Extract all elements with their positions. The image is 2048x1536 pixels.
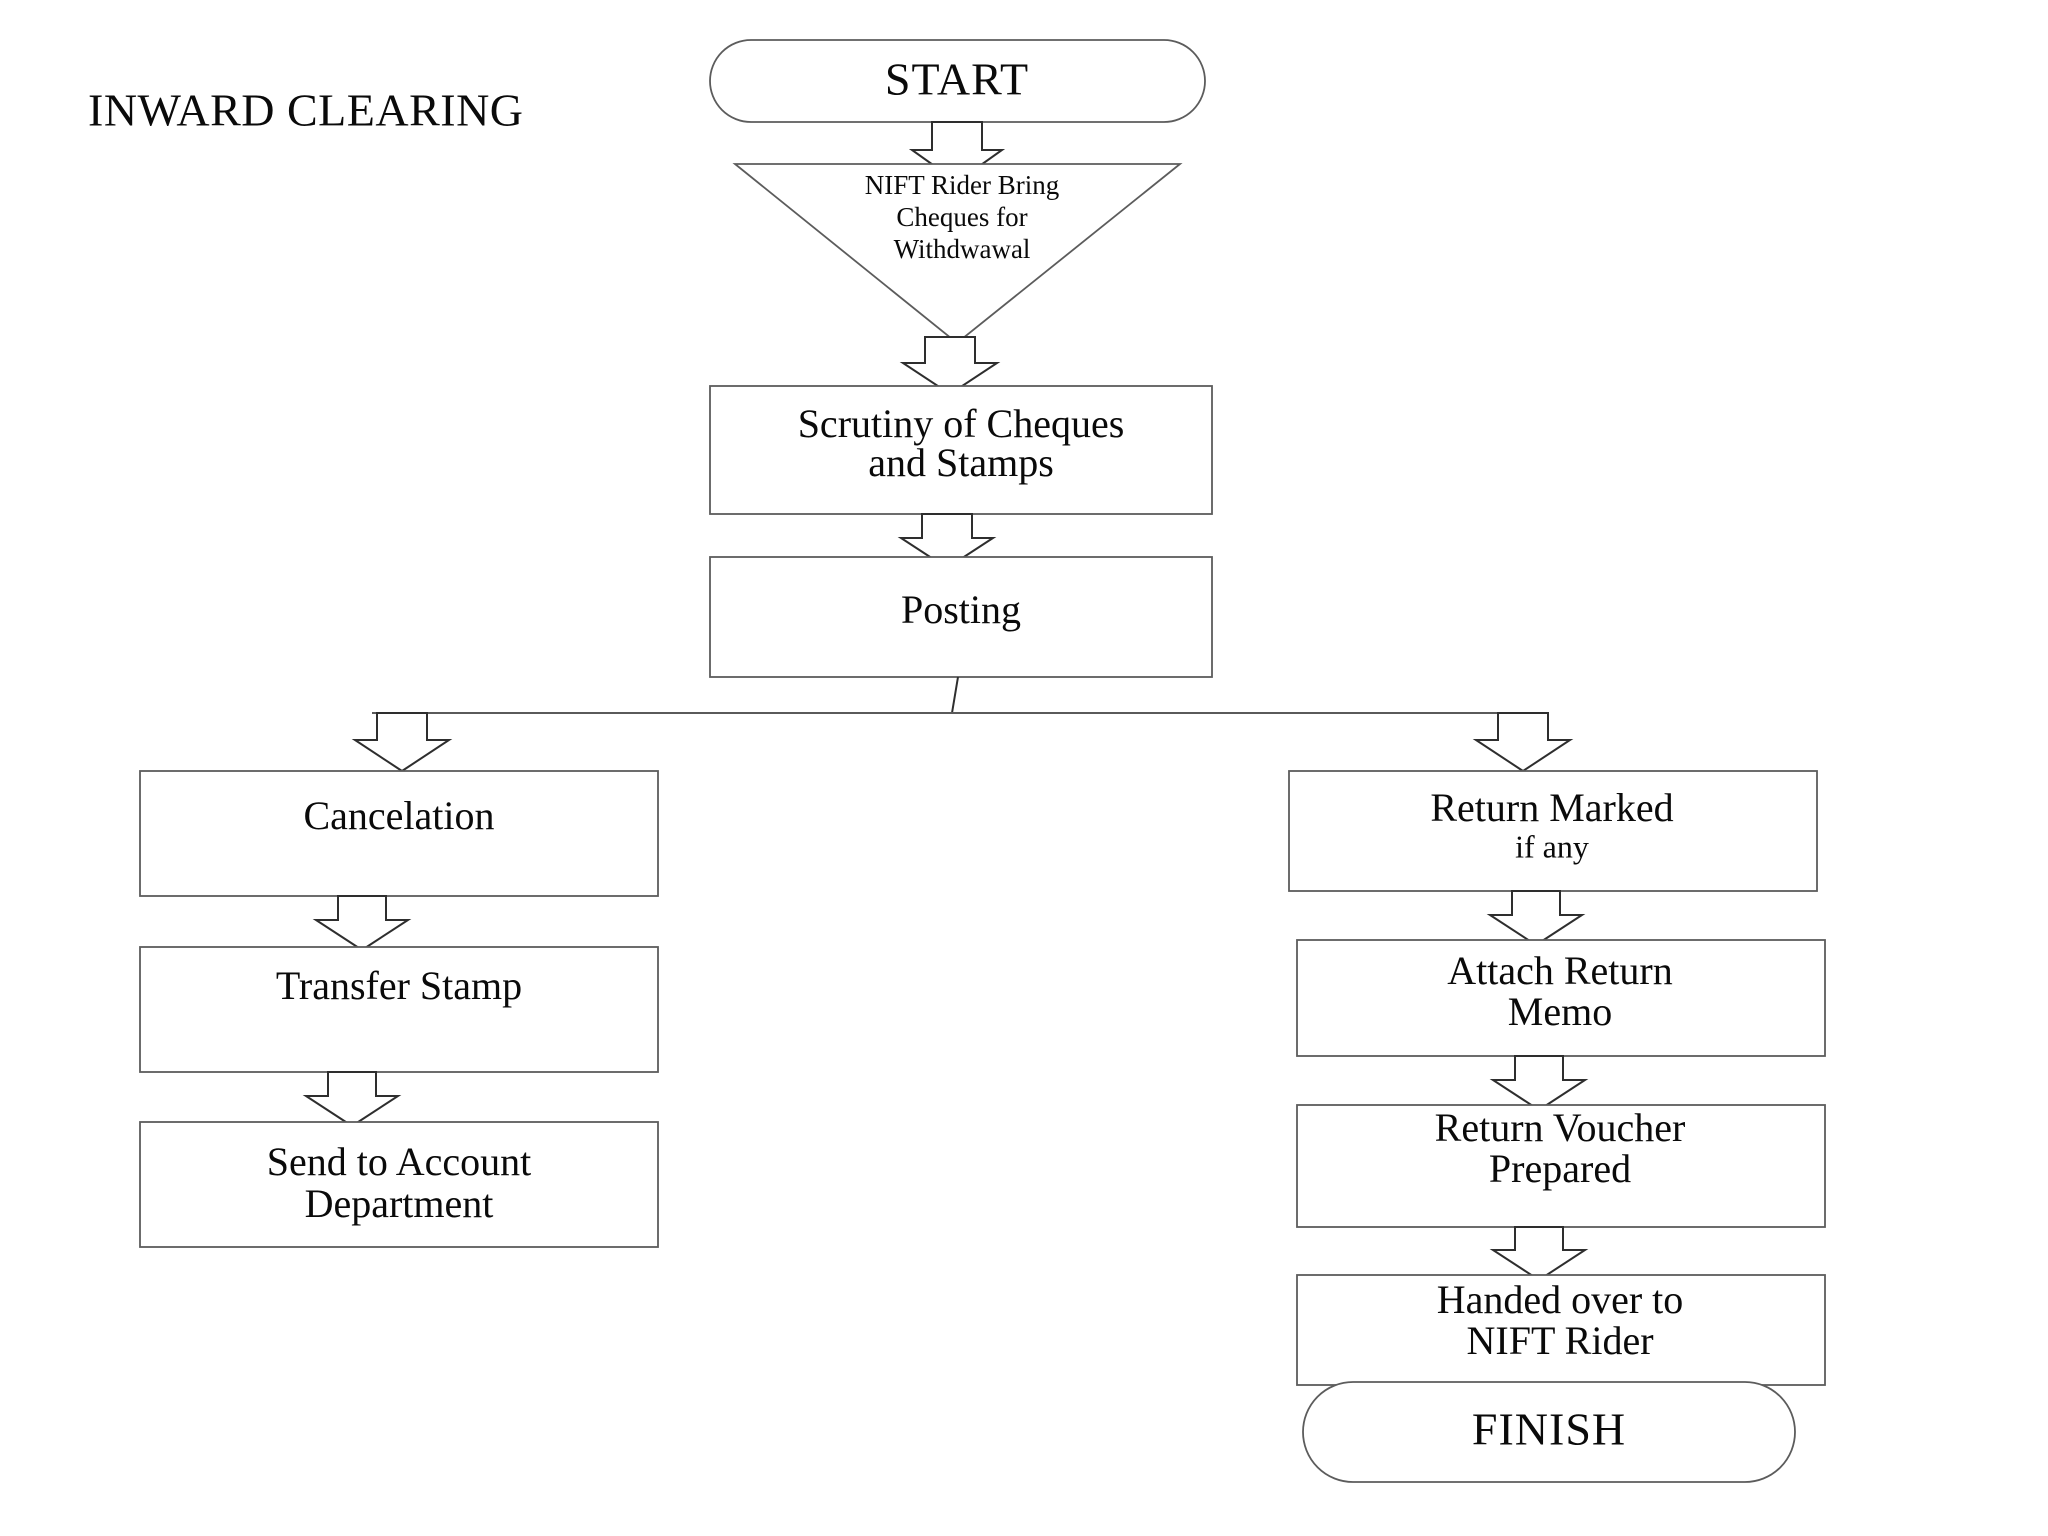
node-attach-memo-line2: Memo — [1508, 989, 1612, 1034]
arrow-return-marked-to-attach-memo — [1486, 890, 1586, 947]
arrow-cancelation-to-transfer-stamp — [312, 895, 412, 952]
node-return-marked-line2: if any — [1515, 828, 1589, 864]
node-attach-memo-line1: Attach Return — [1447, 948, 1673, 993]
node-return-voucher-shape[interactable] — [1296, 1104, 1826, 1228]
node-handed-over-line1: Handed over to — [1437, 1277, 1684, 1322]
node-posting-line1: Posting — [901, 587, 1021, 632]
node-send-account-line2: Department — [305, 1181, 494, 1226]
node-posting-shape[interactable] — [709, 556, 1213, 678]
node-attach-memo-shape[interactable] — [1296, 939, 1826, 1057]
node-handed-over-line2: NIFT Rider — [1466, 1318, 1653, 1363]
arrow-scrutiny-to-posting — [897, 513, 997, 570]
node-trigger-line2: Cheques for — [896, 202, 1027, 232]
node-return-marked-shape[interactable] — [1288, 770, 1818, 892]
branch-stub — [951, 676, 959, 714]
arrow-rail-to-cancelation — [351, 712, 453, 773]
node-cancelation-line1: Cancelation — [303, 793, 494, 838]
node-transfer-stamp-line1: Transfer Stamp — [276, 963, 522, 1008]
arrow-trigger-to-scrutiny — [899, 336, 1001, 396]
node-cancelation-shape[interactable] — [139, 770, 659, 897]
arrow-transfer-stamp-to-send-account — [302, 1071, 402, 1128]
node-start-label: START — [885, 54, 1029, 105]
node-handed-over-shape[interactable] — [1296, 1274, 1826, 1386]
node-trigger-line1: NIFT Rider Bring — [865, 170, 1060, 200]
arrow-rail-to-return-marked — [1472, 712, 1574, 773]
node-return-voucher-line1: Return Voucher — [1435, 1105, 1686, 1150]
node-return-marked-line1: Return Marked — [1430, 785, 1673, 830]
node-finish-label: FINISH — [1472, 1404, 1626, 1455]
node-scrutiny-shape[interactable] — [709, 385, 1213, 515]
arrow-return-voucher-to-handed-over — [1489, 1226, 1589, 1282]
node-send-account-shape[interactable] — [139, 1121, 659, 1248]
node-trigger-shape[interactable] — [732, 163, 1183, 345]
node-trigger-line3: Withdwawal — [894, 234, 1031, 264]
node-finish-shape[interactable] — [1302, 1381, 1796, 1483]
node-transfer-stamp-shape[interactable] — [139, 946, 659, 1073]
diagram-title: INWARD CLEARING — [88, 85, 524, 136]
arrow-attach-memo-to-return-voucher — [1489, 1055, 1589, 1112]
node-send-account-line1: Send to Account — [267, 1139, 531, 1184]
node-return-voucher-line2: Prepared — [1489, 1146, 1631, 1191]
node-scrutiny-line2: and Stamps — [868, 440, 1054, 485]
node-scrutiny-line1: Scrutiny of Cheques — [798, 401, 1125, 446]
